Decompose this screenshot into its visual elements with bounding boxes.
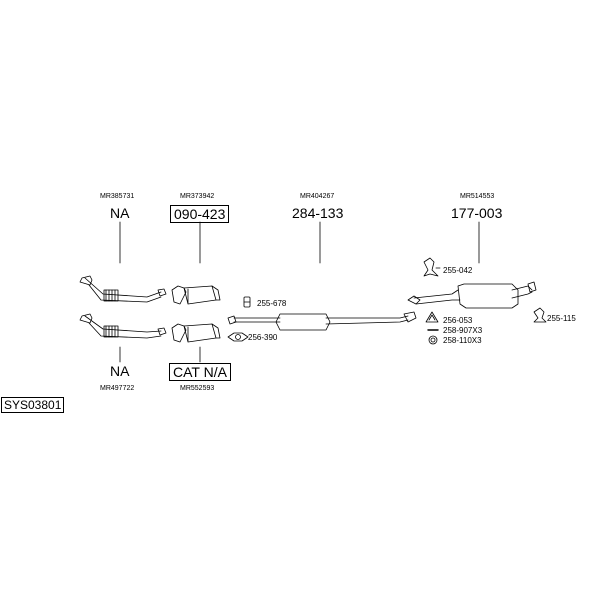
rear-silencer — [407, 281, 537, 309]
front-pipe-bottom-oem: MR497722 — [100, 385, 135, 392]
cat-bottom-code: CAT N/A — [169, 363, 231, 381]
centre-silencer-oem: MR404267 — [300, 193, 335, 200]
ring-rear-symbol — [428, 335, 438, 345]
hanger-front-label: 255-678 — [257, 299, 287, 308]
system-code: SYS03801 — [1, 397, 65, 413]
bolt-rear-label: 258-907X3 — [443, 326, 483, 335]
hanger-front-symbol — [243, 296, 251, 308]
hanger-rear-top-symbol — [423, 257, 441, 277]
ring-rear-label: 258-110X3 — [443, 336, 482, 345]
hanger-rear-side-label: 255-115 — [547, 314, 576, 323]
hanger-rear-top-label: 255-042 — [443, 266, 473, 275]
cat-top-code: 090-423 — [170, 205, 230, 223]
centre-silencer — [227, 311, 417, 331]
gasket-rear-label: 256-053 — [443, 316, 473, 325]
front-pipe-upper — [79, 275, 167, 303]
catalytic-converter-upper — [171, 285, 221, 305]
cat-bottom-oem: MR552593 — [180, 385, 215, 392]
centre-silencer-code: 284-133 — [292, 205, 344, 221]
front-pipe-top-code: NA — [110, 205, 130, 221]
rear-silencer-code: 177-003 — [451, 205, 503, 221]
gasket-front-symbol — [227, 332, 249, 342]
rear-silencer-oem: MR514553 — [460, 193, 495, 200]
gasket-rear-symbol — [425, 311, 439, 323]
cat-top-oem: MR373942 — [180, 193, 215, 200]
front-pipe-top-oem: MR385731 — [100, 193, 135, 200]
front-pipe-bottom-code: NA — [110, 363, 130, 379]
gasket-front-label: 256-390 — [248, 333, 278, 342]
front-pipe-lower — [79, 313, 167, 339]
leader-lines — [119, 221, 480, 363]
hanger-rear-side-symbol — [533, 307, 547, 323]
catalytic-converter-lower — [171, 323, 221, 343]
